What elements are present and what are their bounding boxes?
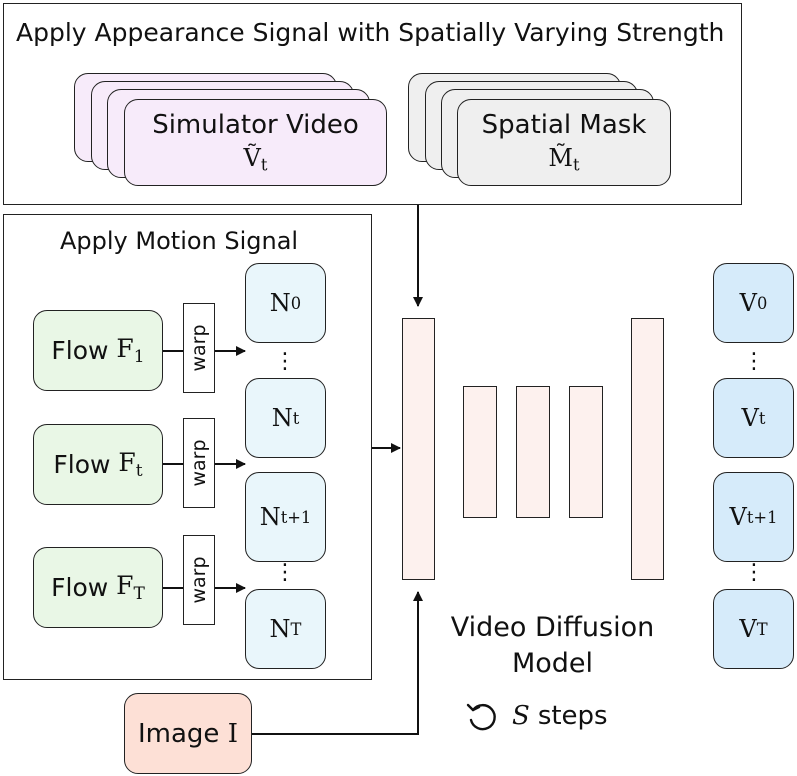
- model-name: Video Diffusion Model: [450, 612, 655, 679]
- flow-T: Flow FT: [33, 547, 163, 628]
- flow-1: Flow F1: [33, 310, 163, 391]
- spatial-mask-subscript: t: [573, 155, 580, 175]
- rotate-ccw-icon: [466, 703, 496, 731]
- output-t-plus-1-subscript: t+1: [746, 507, 778, 527]
- flow-T-symbol: FT: [116, 571, 145, 604]
- motion-panel-title: Apply Motion Signal: [60, 227, 299, 255]
- image-input-symbol: I: [227, 718, 238, 749]
- image-input-label: Image: [138, 718, 220, 749]
- arrow-image-to-model: [252, 591, 423, 735]
- warp-box-t: warp: [183, 418, 215, 508]
- spatial-mask-label: Spatial Mask: [481, 110, 647, 140]
- model-layer-down: [463, 386, 497, 518]
- simulator-video-card: Simulator Video Ṽt: [124, 99, 387, 186]
- noise-t-subscript: t: [292, 408, 300, 428]
- steps-row: S steps: [464, 698, 608, 734]
- steps-symbol: S: [512, 701, 530, 731]
- model-layer-output: [631, 318, 664, 580]
- flow-T-label: Flow: [51, 573, 109, 602]
- model-layer-input: [402, 318, 435, 580]
- image-input: Image I: [124, 693, 252, 774]
- simulator-video-label: Simulator Video: [152, 110, 359, 140]
- noise-t-plus-1-subscript: t+1: [280, 507, 312, 527]
- steps-label: steps: [537, 701, 608, 731]
- noise-0-subscript: 0: [290, 293, 302, 313]
- flow-t-label: Flow: [53, 450, 111, 479]
- flow-t: Flow Ft: [33, 424, 163, 505]
- noise-T-subscript: T: [290, 619, 302, 639]
- output-T-subscript: T: [756, 619, 768, 639]
- flow-1-symbol: F1: [116, 334, 145, 367]
- simulator-video-symbol: Ṽt: [243, 144, 268, 175]
- warp-box-1: warp: [183, 303, 215, 393]
- output-t-subscript: t: [758, 408, 766, 428]
- appearance-panel-title: Apply Appearance Signal with Spatially V…: [16, 18, 725, 47]
- output-0-subscript: 0: [756, 293, 768, 313]
- model-layer-mid: [516, 386, 550, 518]
- flow-1-label: Flow: [51, 336, 109, 365]
- flow-t-symbol: Ft: [118, 448, 143, 481]
- model-layer-up: [569, 386, 603, 518]
- spatial-mask-symbol: M̃t: [548, 144, 580, 175]
- simulator-video-subscript: t: [260, 155, 268, 175]
- spatial-mask-card: Spatial Mask M̃t: [457, 99, 671, 186]
- warp-box-T: warp: [183, 535, 215, 625]
